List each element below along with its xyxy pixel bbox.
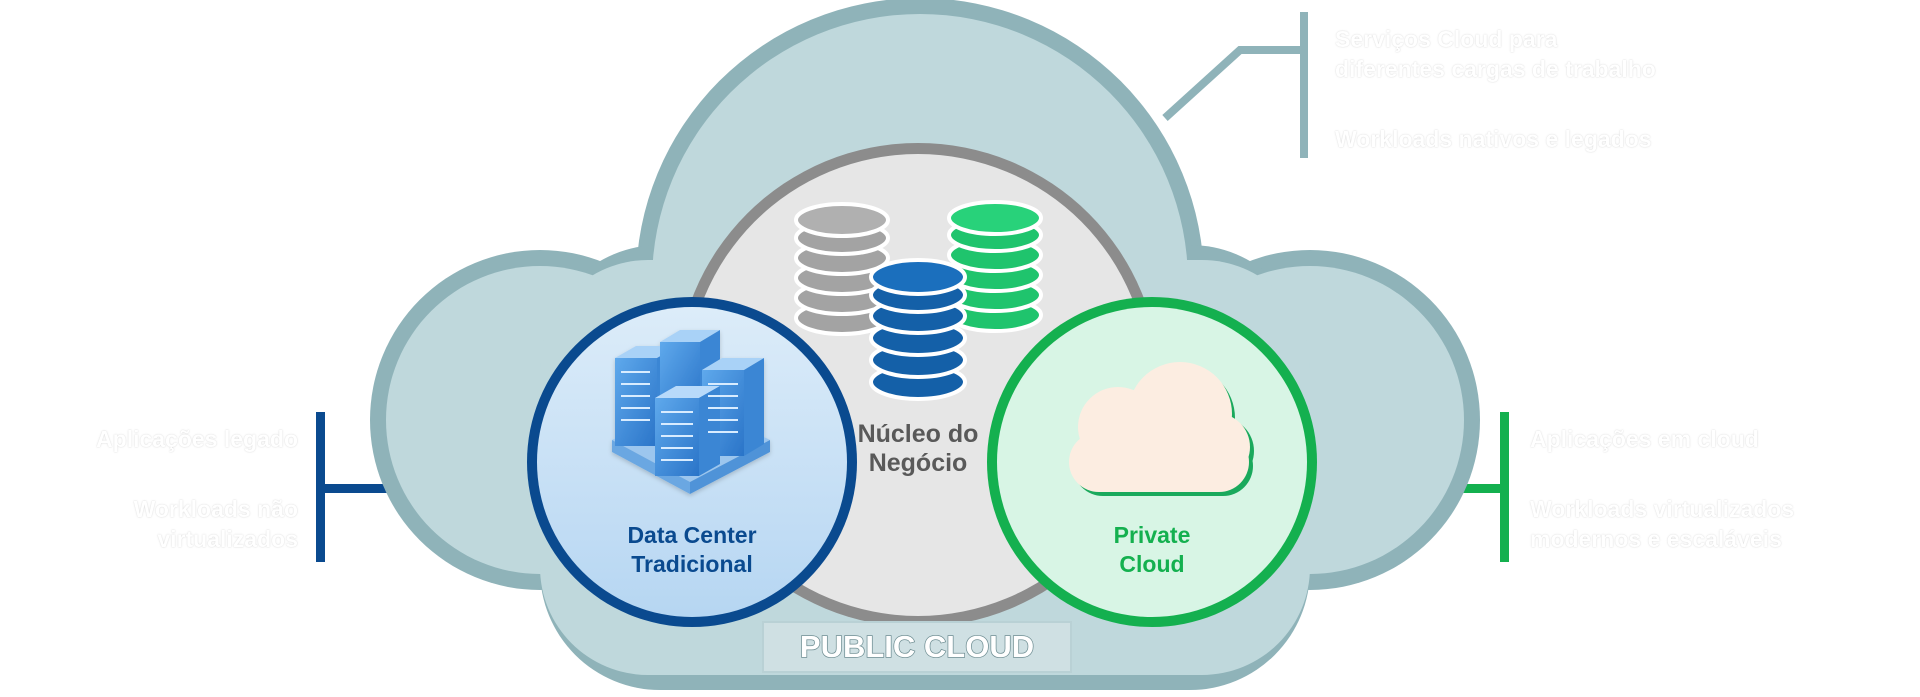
callout-top-right-line1: Serviços Cloud para diferentes cargas de… bbox=[1335, 26, 1656, 82]
connector-top-right bbox=[1162, 12, 1308, 158]
cloud-icon bbox=[1069, 362, 1254, 496]
callout-right-line2: Workloads virtualizados modernos e escal… bbox=[1530, 496, 1795, 552]
database-gray-icon bbox=[794, 202, 890, 336]
datacenter-title-line1: Data Center bbox=[627, 522, 756, 548]
datacenter-title-line2: Tradicional bbox=[631, 551, 752, 577]
server-rack-icon bbox=[612, 330, 770, 494]
public-cloud-banner: PUBLIC CLOUD bbox=[762, 621, 1072, 673]
public-cloud-label: PUBLIC CLOUD bbox=[800, 629, 1034, 664]
database-blue-icon bbox=[869, 258, 967, 401]
callout-top-right-line2: Workloads nativos e legados bbox=[1335, 126, 1652, 152]
private-cloud-title-line2: Cloud bbox=[1119, 551, 1184, 577]
private-cloud-title-line1: Private bbox=[1114, 522, 1191, 548]
business-core-title-line1: Núcleo do bbox=[858, 420, 979, 448]
callout-left-line2: Workloads não virtualizados bbox=[133, 496, 298, 552]
callout-right-line1: Aplicações em cloud bbox=[1530, 426, 1759, 452]
business-core-title-line2: Negócio bbox=[869, 449, 968, 477]
callout-left-line1: Aplicações legado bbox=[96, 426, 298, 452]
